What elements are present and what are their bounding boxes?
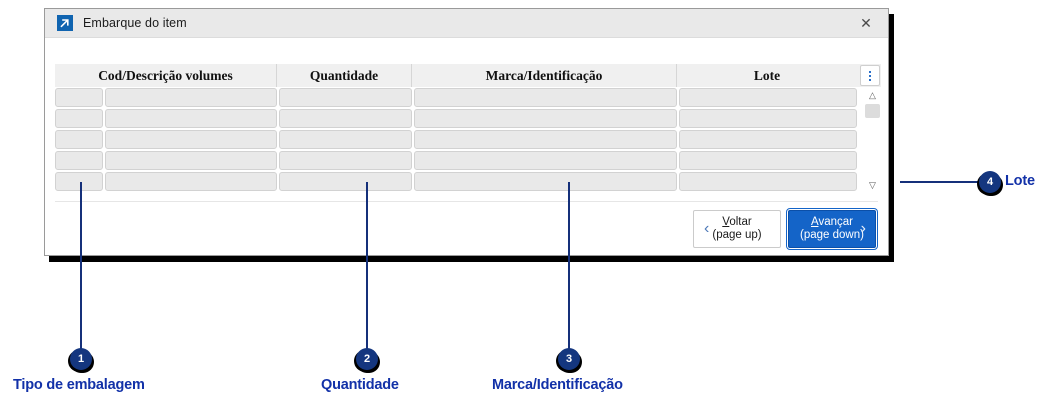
annotation-label-2: Quantidade <box>321 377 399 393</box>
back-button-sublabel: (page up) <box>712 229 762 241</box>
cell-cod[interactable] <box>55 109 103 128</box>
column-header-marca-identificacao: Marca/Identificação <box>412 64 677 87</box>
volumes-grid: Cod/Descrição volumes Quantidade Marca/I… <box>55 64 881 193</box>
back-button[interactable]: ‹ Voltar (page up) <box>693 210 781 248</box>
next-button-label: vançar <box>818 216 853 228</box>
callout-line-4 <box>900 181 982 183</box>
table-row[interactable] <box>55 172 881 191</box>
callout-line-1 <box>80 182 82 349</box>
cell-lote[interactable] <box>679 109 857 128</box>
next-button-sublabel: (page down) <box>800 229 864 241</box>
next-button[interactable]: Avançar (page down) › <box>786 208 878 250</box>
cell-marca[interactable] <box>414 151 677 170</box>
cell-descricao[interactable] <box>105 151 277 170</box>
cell-marca[interactable] <box>414 130 677 149</box>
kebab-menu-icon[interactable] <box>860 65 880 86</box>
callout-line-3 <box>568 182 570 349</box>
back-button-label: oltar <box>729 216 752 228</box>
embarque-do-item-dialog: Embarque do item ✕ Cod/Descrição volumes… <box>44 8 889 256</box>
cell-cod[interactable] <box>55 151 103 170</box>
next-button-accel: A <box>811 216 819 228</box>
chevron-up-icon[interactable]: △ <box>869 89 876 100</box>
chevron-down-icon[interactable]: ▽ <box>869 179 876 190</box>
cell-marca[interactable] <box>414 172 677 191</box>
cell-descricao[interactable] <box>105 88 277 107</box>
cell-quantidade[interactable] <box>279 172 412 191</box>
annotation-label-3: Marca/Identificação <box>492 377 623 393</box>
cell-marca[interactable] <box>414 109 677 128</box>
callout-line-2 <box>366 182 368 349</box>
annotation-marker-4: 4 <box>979 171 1001 193</box>
annotation-marker-3: 3 <box>558 348 580 370</box>
chevron-left-icon: ‹ <box>704 220 710 237</box>
table-row[interactable] <box>55 88 881 107</box>
cell-lote[interactable] <box>679 88 857 107</box>
arrow-up-right-icon <box>57 15 73 31</box>
cell-marca[interactable] <box>414 88 677 107</box>
title-bar: Embarque do item ✕ <box>45 9 888 38</box>
cell-cod[interactable] <box>55 172 103 191</box>
cell-cod[interactable] <box>55 130 103 149</box>
cell-descricao[interactable] <box>105 172 277 191</box>
cell-cod[interactable] <box>55 88 103 107</box>
back-button-accel: V <box>722 216 730 228</box>
annotation-label-4: Lote <box>1005 173 1035 189</box>
column-header-lote: Lote <box>753 68 781 83</box>
cell-quantidade[interactable] <box>279 130 412 149</box>
close-icon[interactable]: ✕ <box>860 14 872 31</box>
annotation-marker-2: 2 <box>356 348 378 370</box>
dialog-body: Cod/Descrição volumes Quantidade Marca/I… <box>45 38 888 255</box>
cell-quantidade[interactable] <box>279 151 412 170</box>
grid-header-row: Cod/Descrição volumes Quantidade Marca/I… <box>55 64 881 87</box>
window-title: Embarque do item <box>83 16 187 30</box>
cell-lote[interactable] <box>679 130 857 149</box>
chevron-right-icon: › <box>860 220 866 237</box>
grid-scrollbar[interactable]: △ ▽ <box>864 88 881 192</box>
cell-quantidade[interactable] <box>279 109 412 128</box>
annotation-marker-1: 1 <box>70 348 92 370</box>
footer-divider <box>55 201 878 202</box>
column-header-cod-descricao: Cod/Descrição volumes <box>55 64 277 87</box>
cell-descricao[interactable] <box>105 130 277 149</box>
table-row[interactable] <box>55 130 881 149</box>
grid-rows <box>55 88 881 191</box>
scrollbar-thumb[interactable] <box>865 104 880 118</box>
cell-quantidade[interactable] <box>279 88 412 107</box>
column-header-quantidade: Quantidade <box>277 64 412 87</box>
wizard-buttons: ‹ Voltar (page up) Avançar (page down) › <box>693 208 878 250</box>
cell-lote[interactable] <box>679 151 857 170</box>
table-row[interactable] <box>55 151 881 170</box>
cell-descricao[interactable] <box>105 109 277 128</box>
cell-lote[interactable] <box>679 172 857 191</box>
annotation-label-1: Tipo de embalagem <box>13 377 145 393</box>
table-row[interactable] <box>55 109 881 128</box>
